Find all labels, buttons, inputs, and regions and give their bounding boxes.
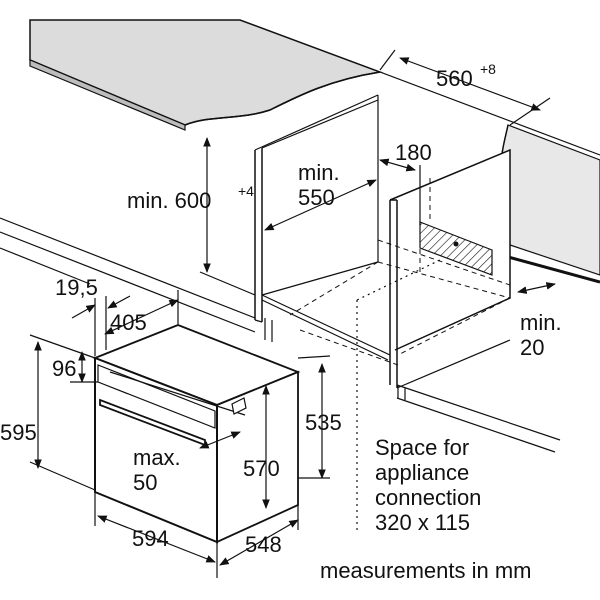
worktop-surface — [29, 19, 383, 126]
label-595: 595 — [0, 420, 37, 445]
label-570: 570 — [243, 456, 280, 481]
dimension-lines — [29, 49, 556, 578]
dim-19-5 — [71, 304, 96, 319]
label-560: 560 — [436, 66, 473, 91]
dim-180 — [379, 158, 416, 172]
label-535: 535 — [305, 410, 342, 435]
label-560-tol: +8 — [480, 61, 496, 77]
left-cabinet — [254, 94, 391, 361]
label-min-20: min.20 — [520, 310, 562, 360]
connection-point — [453, 241, 459, 247]
label-180: 180 — [395, 140, 432, 165]
worktop-break-line — [184, 71, 381, 126]
right-cabinet — [389, 148, 511, 389]
dim-405 — [104, 299, 179, 335]
dim-50 — [199, 431, 241, 449]
hidden-edges — [289, 150, 511, 366]
worktop-edge — [29, 59, 186, 131]
oven — [92, 324, 301, 544]
label-units-note: measurements in mm — [320, 558, 532, 583]
label-min-550: min.550 — [298, 160, 340, 210]
cabinet-bottom-shelf-front — [261, 294, 391, 356]
oven-front-frame — [97, 364, 216, 429]
label-96: 96 — [52, 356, 76, 381]
dim-594 — [97, 515, 216, 563]
label-405: 405 — [110, 310, 147, 335]
dim-20 — [517, 282, 556, 294]
label-19-5: 19,5 — [55, 275, 98, 300]
dim-548 — [219, 519, 299, 566]
label-548: 548 — [245, 532, 282, 557]
label-min-600: min. 600 — [127, 188, 211, 213]
dim-550 — [264, 179, 377, 231]
cabinet-bottom-shelf-back — [261, 299, 389, 361]
label-600-tol: +4 — [238, 183, 254, 199]
label-max-50: max.50 — [133, 445, 181, 495]
floor-lines — [0, 217, 561, 453]
oven-control-panel — [109, 371, 246, 416]
dim-560 — [399, 57, 541, 111]
dimension-labels: 560 +8 min. 600 +4 min.550 180 min.20 19… — [0, 61, 562, 583]
worktop — [29, 19, 383, 131]
wall-upper-panel — [500, 124, 600, 276]
connection-area — [419, 221, 493, 276]
label-594: 594 — [132, 526, 169, 551]
oven-knob — [231, 397, 247, 415]
